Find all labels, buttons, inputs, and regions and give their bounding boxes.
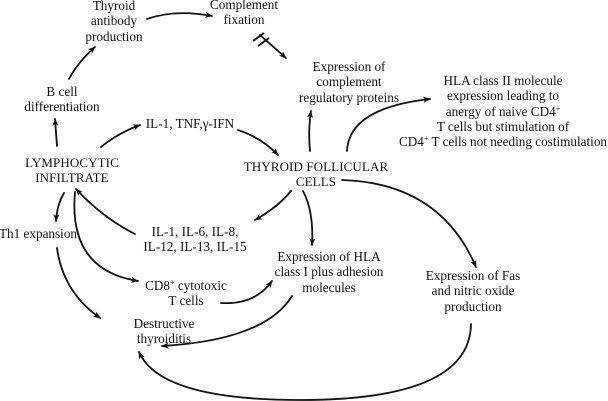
- edge-thyroid-to-fas: [341, 179, 477, 268]
- node-fas-nitric-oxide: Expression of Fas and nitric oxide produ…: [426, 268, 521, 314]
- edge-lymph-to-bcell: [52, 118, 59, 147]
- node-thyroid-antibody-production: Thyroid antibody production: [85, 0, 142, 44]
- edge-cytokines-in-to-thyroid: [237, 129, 279, 156]
- edge-thyroid-to-hla-ii: [346, 96, 431, 152]
- node-cytokines-il1-tnf-ifn: IL-1, TNF,γ-IFN: [146, 116, 234, 131]
- node-line: antibody: [90, 13, 138, 29]
- node-line: INFILTRATE: [35, 170, 109, 186]
- edge-thyroid-to-cytokines-out: [254, 190, 292, 221]
- node-line: Th1 expansion: [0, 226, 78, 241]
- node-hla-class-ii: HLA class II molecule expression leading…: [399, 73, 607, 149]
- node-line: expression leading to: [446, 88, 560, 104]
- node-line: production: [85, 28, 143, 44]
- node-line: B cell: [46, 84, 78, 99]
- superscript: +: [555, 103, 561, 113]
- node-text: T cells not needing costimulation: [431, 134, 608, 150]
- node-line: and nitric oxide: [431, 283, 515, 299]
- node-line: CELLS: [295, 174, 337, 190]
- inhibition-mark-icon: [252, 32, 270, 47]
- node-lymphocytic-infiltrate: LYMPHOCYTIC INFILTRATE: [25, 155, 119, 186]
- node-th1-expansion: Th1 expansion: [0, 226, 77, 241]
- node-line: IL-1, IL-6, IL-8,: [151, 224, 239, 239]
- node-cytokines-il-list: IL-1, IL-6, IL-8, IL-12, IL-13, IL-15: [143, 224, 246, 255]
- edge-cd8-to-hla-i: [220, 280, 273, 304]
- node-line: Thyroid: [92, 0, 136, 13]
- node-line: fixation: [223, 12, 265, 28]
- node-line: IL-12, IL-13, IL-15: [143, 239, 247, 255]
- node-text: cytotoxic: [174, 278, 227, 293]
- node-line: THYROID FOLLICULAR: [243, 159, 389, 174]
- node-line: Complement: [209, 0, 279, 12]
- node-line: Expression of Fas: [425, 268, 521, 283]
- edge-lymph-to-th1: [53, 192, 65, 222]
- node-hla-class-i-adhesion: Expression of HLA class I plus adhesion …: [275, 249, 384, 295]
- node-complement-regulatory-proteins: Expression of complement regulatory prot…: [299, 59, 399, 105]
- edge-bcell-to-antibody: [68, 46, 96, 80]
- node-line: production: [444, 298, 502, 314]
- edge-thyroid-to-regulatory: [306, 110, 313, 152]
- edge-lymph-to-cytokines-in: [100, 124, 141, 148]
- node-line: T cells: [168, 293, 204, 309]
- node-line: T cells but stimulation of: [436, 118, 570, 134]
- superscript: +: [423, 134, 429, 144]
- node-line: Expression of HLA: [277, 249, 381, 264]
- node-line: thyroiditis: [136, 331, 192, 347]
- edge-complement-to-regulatory: [259, 34, 287, 59]
- node-text: CD8: [145, 278, 171, 293]
- edge-antibody-to-complement: [146, 11, 213, 20]
- node-line: complement: [316, 74, 382, 90]
- node-line: differentiation: [24, 99, 100, 115]
- node-text: anergy of naive CD4: [445, 103, 556, 119]
- node-line: anergy of naive CD4+: [399, 104, 607, 119]
- node-line: Expression of: [312, 59, 386, 74]
- node-line: CD4+ T cells not needing costimulation: [399, 134, 607, 149]
- node-line: Destructive: [133, 316, 195, 331]
- node-b-cell-differentiation: B cell differentiation: [24, 84, 99, 115]
- node-destructive-thyroiditis: Destructive thyroiditis: [134, 316, 195, 347]
- edge-thyroid-to-hla-i: [302, 190, 316, 246]
- edge-lymph-to-cd8: [73, 191, 139, 283]
- edge-hla-i-to-destructive: [161, 295, 293, 349]
- node-line: CD8+ cytotoxic: [145, 278, 227, 293]
- edge-fas-to-destructive: [138, 323, 472, 401]
- node-text: CD4: [398, 134, 424, 150]
- edge-th1-to-destructive: [56, 247, 101, 319]
- edge-cytokines-out-to-lymph: [75, 188, 136, 235]
- node-line: molecules: [302, 279, 356, 295]
- node-line: LYMPHOCYTIC: [25, 155, 119, 170]
- node-complement-fixation: Complement fixation: [210, 0, 278, 28]
- node-line: HLA class II molecule: [443, 73, 563, 88]
- superscript: +: [170, 278, 175, 287]
- node-cd8-cytotoxic-t-cells: CD8+ cytotoxic T cells: [145, 278, 227, 309]
- node-line: IL-1, TNF,γ-IFN: [145, 116, 235, 131]
- node-line: class I plus adhesion: [274, 264, 384, 280]
- node-thyroid-follicular-cells: THYROID FOLLICULAR CELLS: [244, 159, 388, 190]
- node-line: regulatory proteins: [299, 89, 399, 105]
